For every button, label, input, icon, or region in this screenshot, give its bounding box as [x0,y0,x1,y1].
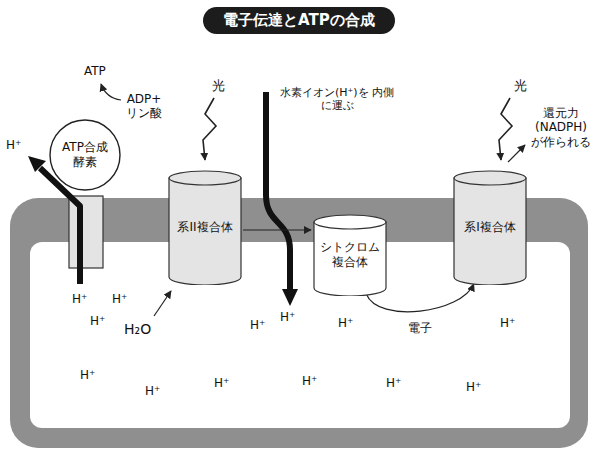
proton-inflow-head [282,289,298,306]
annotation-label: ADP+ リン酸 [123,92,165,121]
nadph-arrow [508,145,525,162]
cylinder-body [454,178,526,285]
circle-outline [50,120,120,190]
proton-outflow-head [28,156,46,172]
cylinder-top [169,171,241,185]
annotation-label: 還元力 (NADPH) が作られる [530,106,592,149]
node-text-group: 系II複合体 [177,220,232,235]
cylinder-body [169,178,241,285]
complex-cylinder: 系II複合体 [168,170,242,285]
ion-label: H⁺ [466,380,481,394]
complex-cylinder: 系I複合体 [453,170,527,285]
ion-label: H⁺ [302,374,317,388]
light-zigzag [203,98,216,160]
ion-label: H₂O [124,321,151,338]
annotation-label: 光 [212,78,225,94]
ion-label: H⁺ [90,314,105,328]
edge-label: 電子 [406,320,434,337]
water-arrow [154,291,171,316]
enzyme-circle: ATP合成 酵素 [49,119,121,191]
ion-label: H⁺ [145,384,160,398]
atp-formation-arrow [101,84,121,100]
annotation-label: 水素イオン(H⁺)を 内側に運ぶ [276,86,398,112]
annotation-label: 光 [514,78,527,94]
node-text-group: 系I複合体 [464,220,516,235]
node-label: 系II複合体 [177,220,232,235]
ion-label: H⁺ [250,318,265,332]
ion-label: H⁺ [6,138,21,152]
light-zigzag [499,98,512,160]
ion-label: H⁺ [500,316,515,330]
proton-inflow-arrow [266,92,290,291]
ion-label: H⁺ [80,368,95,382]
annotation-label: ATP [84,64,106,78]
ion-label: H⁺ [338,316,353,330]
node-label: シトクロム 複合体 [317,240,383,270]
ion-label: H⁺ [112,292,127,306]
electron-flow-connector [243,229,311,230]
ion-label: H⁺ [214,376,229,390]
complex-cylinder: シトクロム 複合体 [313,214,387,296]
atp-synthase-stem [69,196,103,268]
ion-label: H⁺ [72,292,87,306]
ion-label: H⁺ [280,310,295,324]
node-text-group: シトクロム 複合体 [317,240,383,270]
cylinder-top [454,171,526,185]
node-label: ATP合成 酵素 [57,140,113,170]
node-text-group: ATP合成 酵素 [57,140,113,170]
cylinder-top [314,215,386,229]
node-label: 系I複合体 [464,220,516,235]
ion-label: H⁺ [386,376,401,390]
cylinder-body [314,222,386,296]
diagram-title: 電子伝達とATPの合成 [203,7,395,34]
